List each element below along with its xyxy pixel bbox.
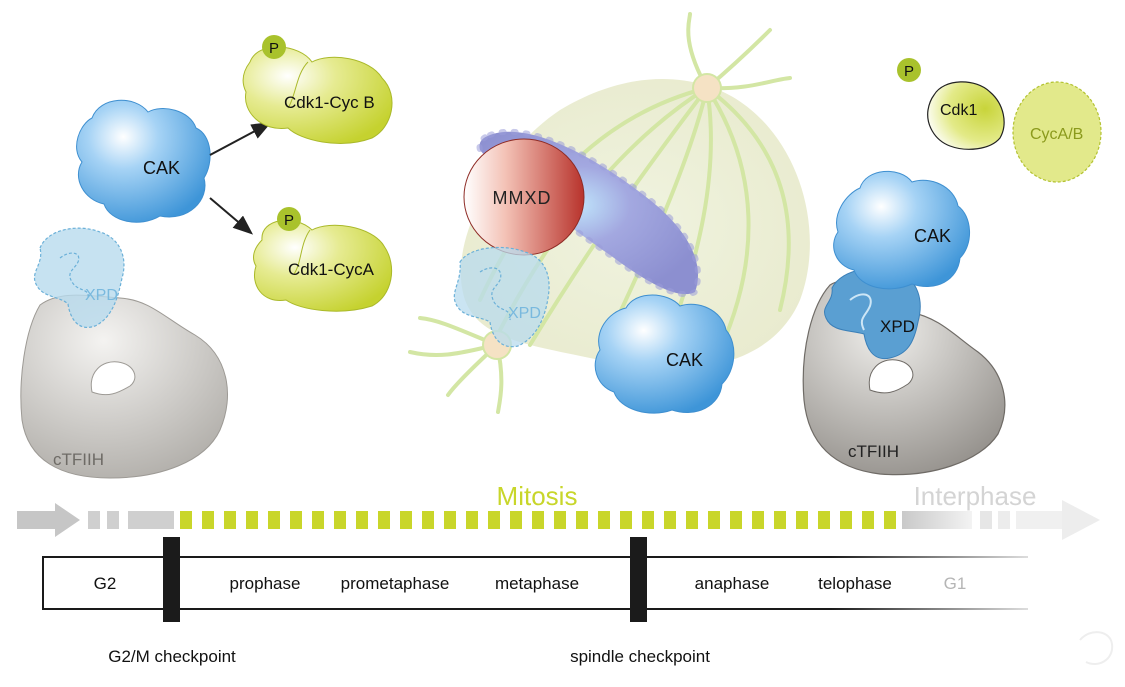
right-cyc-shape	[1012, 81, 1102, 183]
arrow-to-cdk1-cyca	[209, 197, 254, 235]
right-xpd-fold	[849, 293, 872, 331]
cell-cycle-arrow	[17, 500, 1100, 540]
cdk1-cyca-phospho: P	[284, 212, 294, 229]
phase-g2: G2	[94, 574, 117, 593]
phase-prometaphase: prometaphase	[341, 574, 450, 593]
phase-box	[42, 556, 1028, 610]
phase-g1: G1	[944, 574, 967, 593]
mmxd-label: MMXD	[493, 188, 552, 208]
left-xpd-fold	[59, 252, 89, 299]
right-phospho-badge	[897, 58, 921, 82]
phase-labels: G2 prophase prometaphase metaphase anaph…	[94, 574, 967, 593]
middle-cak-group: CAK	[594, 294, 735, 414]
right-ctfiih-label: cTFIIH	[848, 442, 899, 461]
cdk1-cyca-group: P Cdk1-CycA	[253, 207, 393, 312]
g2m-checkpoint-label: G2/M checkpoint	[108, 647, 236, 666]
right-cak-label: CAK	[914, 226, 951, 246]
spindle-checkpoint-bar	[630, 537, 647, 622]
middle-cak-label: CAK	[666, 350, 703, 370]
spindle-checkpoint-label: spindle checkpoint	[570, 647, 710, 666]
left-cak-shape	[76, 99, 211, 223]
cdk1-cycb-label: Cdk1-Cyc B	[284, 93, 375, 112]
right-free-cdk1-group: P Cdk1 CycA/B	[897, 58, 1102, 183]
phase-anaphase: anaphase	[695, 574, 770, 593]
left-xpd-label: XPD	[85, 287, 118, 304]
cdk1-cycb-split	[287, 61, 309, 109]
mmxd-group: MMXD	[463, 138, 585, 256]
phase-metaphase: metaphase	[495, 574, 579, 593]
interphase-label: Interphase	[914, 481, 1037, 511]
mitosis-dashes	[180, 511, 896, 529]
right-ctfiih-hole	[868, 359, 914, 394]
phase-prophase: prophase	[230, 574, 301, 593]
phase-telophase: telophase	[818, 574, 892, 593]
cdk1-cyca-label: Cdk1-CycA	[288, 260, 375, 279]
left-ctfiih-group: cTFIIH	[20, 294, 228, 479]
cdk1-cycb-group: P Cdk1-Cyc B	[242, 35, 393, 144]
left-ctfiih-hole	[90, 361, 136, 396]
spindle-pole-top	[692, 73, 722, 103]
middle-cak-shape	[594, 294, 735, 414]
right-xpd-group: XPD	[824, 267, 921, 360]
right-phospho-label: P	[904, 63, 914, 80]
right-cyc-label: CycA/B	[1030, 126, 1083, 143]
left-cak-group: CAK	[76, 99, 211, 223]
mitosis-label: Mitosis	[497, 481, 578, 511]
left-xpd-shape	[34, 227, 125, 328]
g2m-checkpoint-bar	[163, 537, 180, 622]
cdk1-cycb-shape	[242, 46, 393, 144]
middle-xpd-group: XPD	[453, 246, 550, 348]
left-ctfiih-label: cTFIIH	[53, 450, 104, 469]
left-cak-label: CAK	[143, 158, 180, 178]
cdk1-cyca-split	[293, 229, 311, 275]
middle-xpd-label: XPD	[508, 305, 541, 322]
middle-xpd-shape	[453, 246, 550, 348]
cdk1-cyca-phospho-badge	[277, 207, 301, 231]
middle-xpd-fold	[479, 267, 511, 321]
right-cdk1-shape	[927, 81, 1005, 150]
right-cak-shape	[833, 170, 971, 290]
cdk1-cyca-shape	[253, 219, 393, 312]
left-xpd-group: XPD	[34, 227, 125, 328]
right-cak-group: CAK	[833, 170, 971, 290]
corner-watermark-icon	[1079, 631, 1114, 665]
right-xpd-label: XPD	[880, 317, 915, 336]
right-cdk1-label: Cdk1	[940, 102, 977, 119]
arrow-to-cdk1-cycb	[209, 122, 272, 156]
cdk1-cycb-phospho: P	[269, 40, 279, 57]
cdk1-cycb-phospho-badge	[262, 35, 286, 59]
